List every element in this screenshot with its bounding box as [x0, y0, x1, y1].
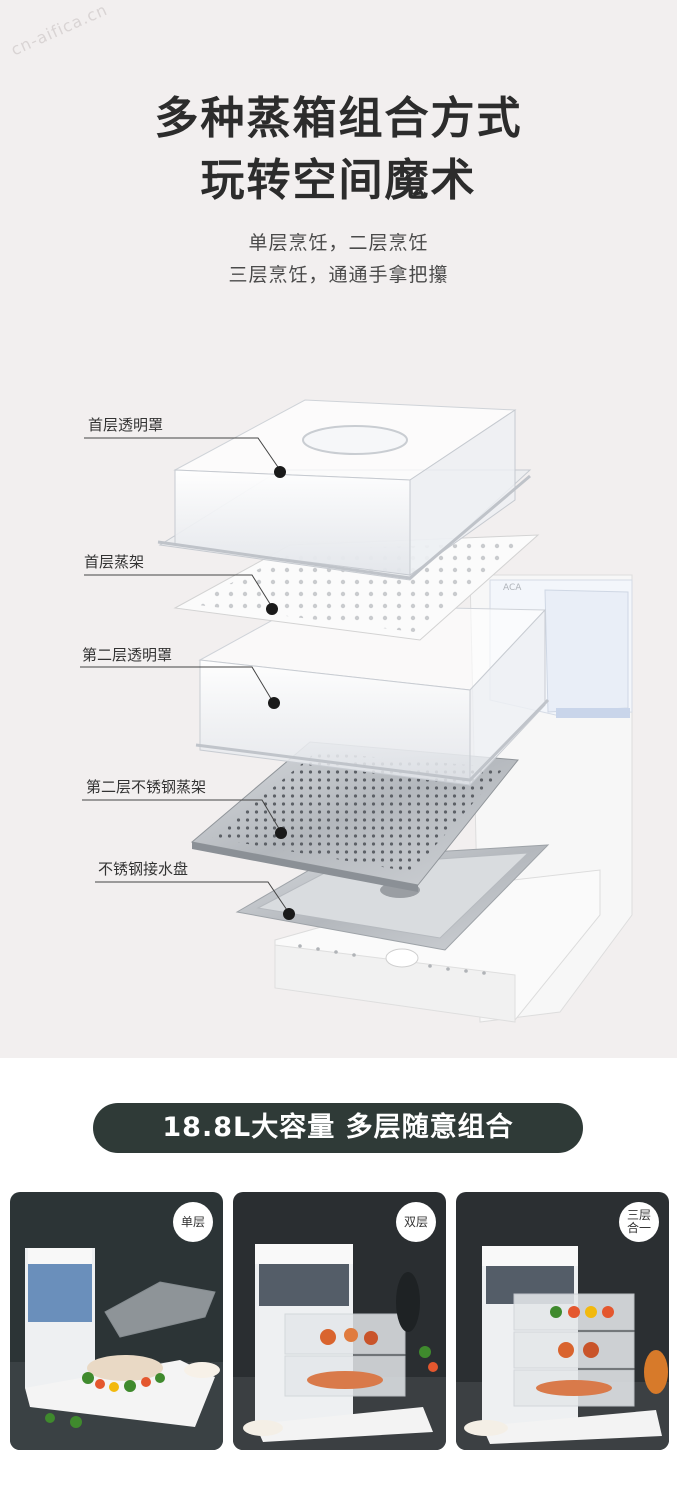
badge-triple-layer: 三层合一: [619, 1202, 659, 1242]
label-first-clear-cover: 首层透明罩: [88, 416, 164, 434]
photo-double-layer: 双层: [233, 1192, 446, 1450]
headline-line-1: 多种蒸箱组合方式: [154, 93, 523, 144]
photo-single-layer: 单层: [10, 1192, 223, 1450]
subtext-line-1: 单层烹饪，二层烹饪: [248, 232, 429, 254]
capacity-banner: 18.8L大容量 多层随意组合: [93, 1103, 583, 1153]
label-first-steam-rack: 首层蒸架: [84, 553, 145, 571]
second-clear-cover: [195, 604, 550, 787]
badge-double-layer: 双层: [396, 1202, 436, 1242]
device-brand-label: ACA: [503, 583, 522, 593]
callout-pointers: [80, 437, 290, 914]
exploded-view-section: cn-aifica.cn 多种蒸箱组合方式 玩转空间魔术 单层烹饪，二层烹饪 三…: [0, 0, 677, 1058]
first-clear-cover: [157, 399, 532, 581]
subtext-line-2: 三层烹饪，通通手拿把攥: [228, 264, 449, 286]
label-second-clear-cover: 第二层透明罩: [82, 646, 173, 664]
triple-layer-scene: [456, 1192, 669, 1450]
headline-line-2: 玩转空间魔术: [200, 155, 477, 206]
badge-single-layer: 单层: [173, 1202, 213, 1242]
label-drip-tray: 不锈钢接水盘: [98, 860, 189, 878]
label-second-stainless-rack: 第二层不锈钢蒸架: [86, 778, 207, 796]
photo-triple-layer: 三层合一: [456, 1192, 669, 1450]
steamer-exploded-illustration: ACA: [80, 399, 633, 1023]
callout-dots: [266, 466, 295, 920]
